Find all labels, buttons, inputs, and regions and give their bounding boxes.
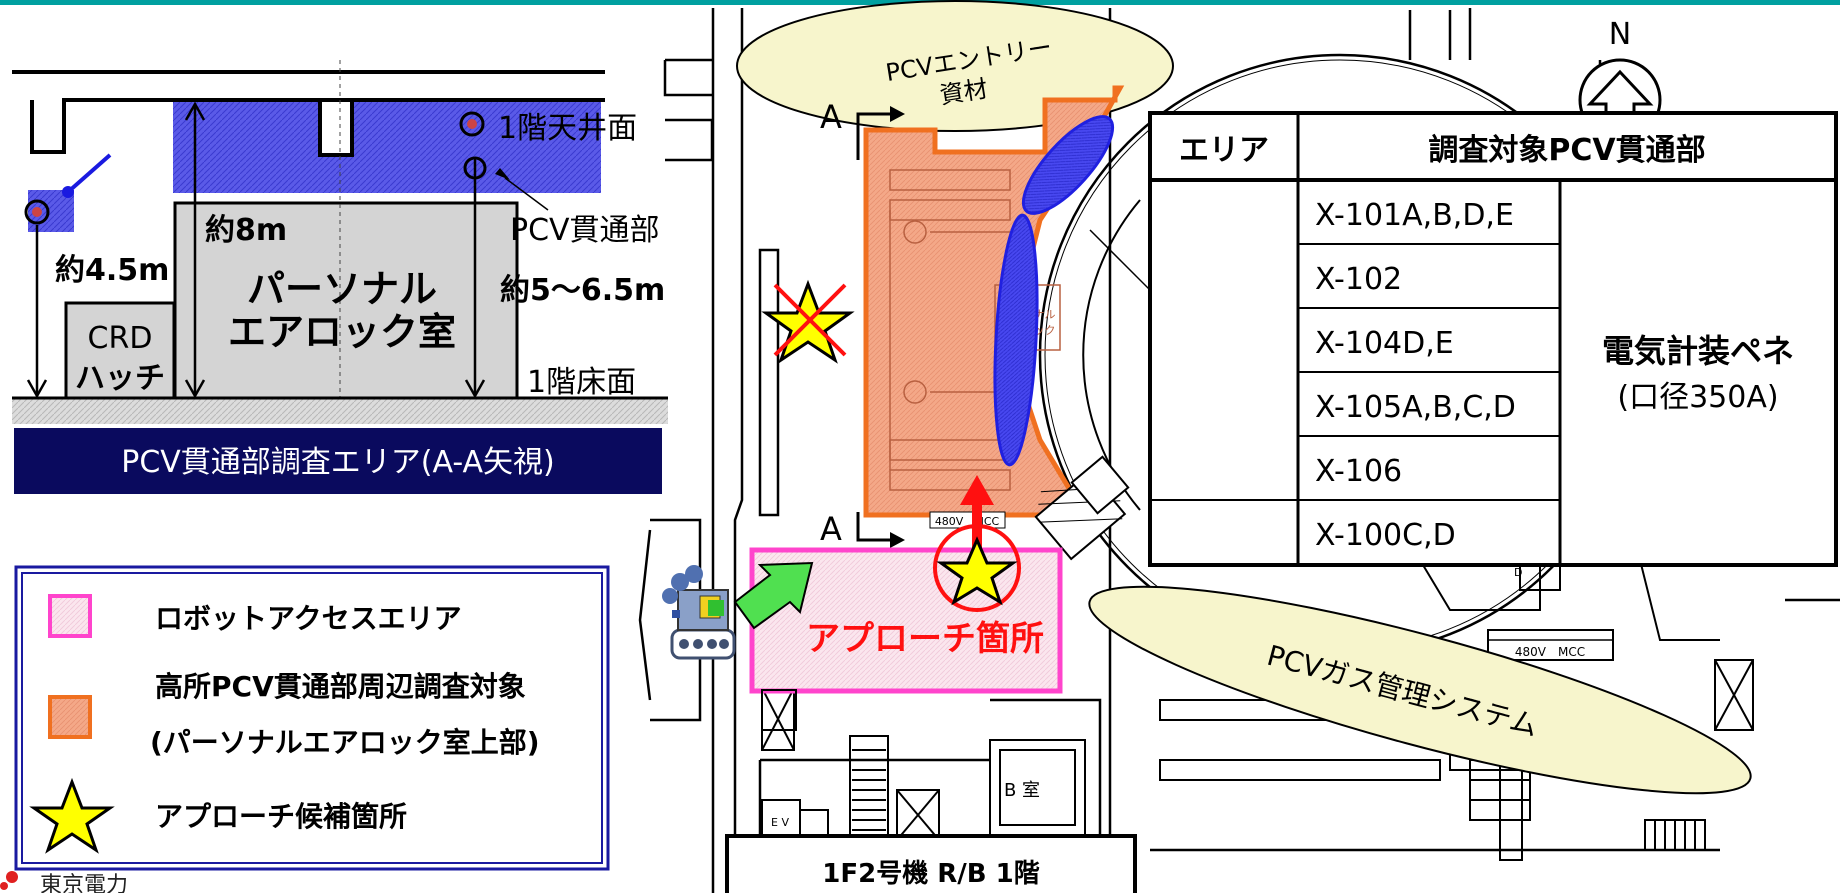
legend-approach-label: アプローチ候補箇所 [155, 800, 407, 833]
floor-title: 1F2号機 R/B 1階 [822, 859, 1039, 889]
ceiling-concrete [173, 100, 601, 193]
penetration-marker-ceiling [459, 111, 485, 137]
floor-title-box [725, 834, 1137, 893]
airlock-room [173, 201, 519, 400]
pcv-gas-system-zone [1088, 585, 1752, 795]
section-caption-bar [14, 428, 662, 494]
penetration-zone-upper [1021, 115, 1115, 215]
penetration-marker-left [24, 199, 50, 225]
tepco-logo: 東京電力 [0, 871, 128, 893]
legend-robot-area-label: ロボットアクセスエリア [155, 602, 462, 635]
compass-label: N [1609, 17, 1631, 52]
approach-label: アプローチ箇所 [806, 619, 1044, 659]
airlock-label-line2: エアロック室 [228, 310, 456, 354]
floor-slab [12, 398, 668, 424]
section-marker-bottom: A [820, 510, 842, 548]
table-row: X-100C,D [1315, 518, 1456, 553]
ev-label: E V [771, 816, 789, 829]
legend-robot-area-swatch [48, 594, 92, 638]
crd-label-line2: ハッチ [75, 361, 165, 396]
table-row: X-101A,B,D,E [1315, 198, 1514, 233]
height-mid-label: 約8m [205, 213, 287, 248]
brick-structure [1034, 455, 1130, 561]
section-marker-top: A [820, 98, 842, 136]
table-header-area: エリア [1179, 133, 1269, 168]
table-row: X-105A,B,C,D [1315, 390, 1516, 425]
table-header-target: 調査対象PCV貫通部 [1428, 133, 1705, 168]
penetration-table: エリア 調査対象PCV貫通部 X-101A,B,D,E X-102 X-104D… [1148, 111, 1838, 567]
penetration-zone-lower [993, 213, 1039, 467]
crd-label-line1: CRD [88, 321, 153, 356]
ceiling-label: 1階天井面 [498, 111, 637, 146]
crd-hatch [64, 301, 176, 400]
approach-candidate-star [933, 524, 1021, 612]
floor-plan: 480V MCC B 室 E V D PCVエントリー 資材 A A パーソナル… [638, 0, 1840, 893]
legend-survey-target-sublabel: (パーソナルエアロック室上部) [150, 726, 540, 759]
section-caption: PCV貫通部調査エリア(A-A矢視) [121, 445, 555, 480]
mcc-label-right: 480V MCC [1515, 645, 1585, 659]
footer-company: 東京電力 [40, 873, 128, 893]
table-row: X-102 [1315, 262, 1402, 297]
robot-icon [662, 565, 736, 660]
rejected-approach-star [761, 279, 855, 364]
robot-entry-arrow-icon [733, 561, 814, 630]
table-row: X-106 [1315, 454, 1402, 489]
floor-label: 1階床面 [527, 365, 636, 400]
penetration-label: PCV貫通部 [510, 213, 660, 248]
table-merged-line2: (口径350A) [1617, 380, 1778, 415]
legend-star-icon [29, 777, 115, 854]
height-right-label: 約5～6.5m [500, 273, 665, 308]
height-left-label: 約4.5m [55, 253, 169, 288]
table-merged-line1: 電気計装ペネ [1602, 332, 1794, 370]
small-d-label: D [1514, 566, 1522, 579]
section-view: 1階天井面 1階床面 PCV貫通部 約4.5m 約8m 約5～6.5m CRD … [12, 60, 668, 494]
legend-survey-target-swatch [48, 695, 92, 739]
legend-box: ロボットアクセスエリア 高所PCV貫通部周辺調査対象 (パーソナルエアロック室上… [14, 565, 610, 871]
table-row: X-104D,E [1315, 326, 1454, 361]
legend-survey-target-label: 高所PCV貫通部周辺調査対象 [155, 670, 526, 703]
approach-arrow [960, 475, 994, 560]
room-b-label: B 室 [1004, 780, 1040, 801]
airlock-label-line1: パーソナル [247, 267, 437, 311]
